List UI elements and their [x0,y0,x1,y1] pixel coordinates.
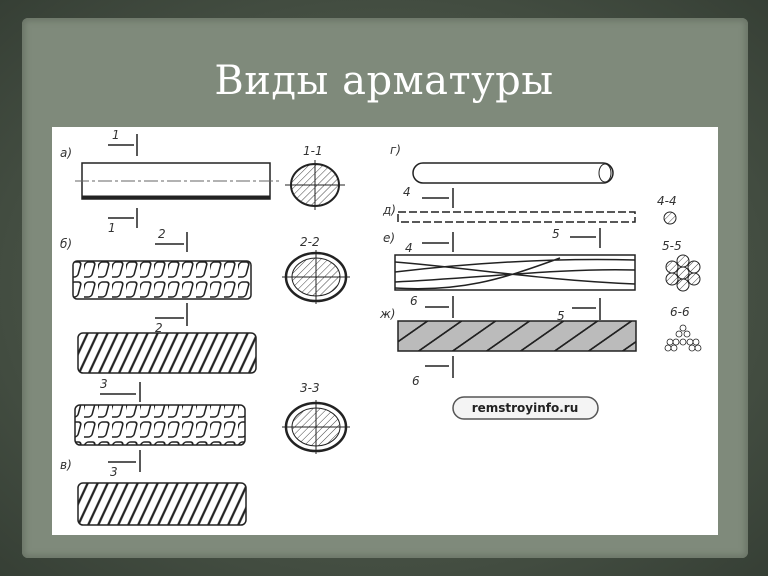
section-mark-4-top: 4 [403,185,411,199]
slide-title: Виды арматуры [214,58,554,104]
label-a: а) [60,146,72,160]
section-mark-2-top: 2 [158,227,166,241]
section-arrow-1-bottom [108,208,138,228]
section-arrow-4-top [422,188,454,208]
section-arrow-4-bottom [422,232,454,252]
smooth-bar-a [75,162,280,200]
section-mark-4-bottom: 4 [405,241,413,255]
section-arrow-5-bottom [572,298,601,320]
section-arrow-5-top [570,228,601,248]
watermark-text: remstroyinfo.ru [472,401,579,415]
section-arrow-6-bottom [425,356,454,378]
section-arrow-3-bottom [108,450,141,472]
view-5-5: 5-5 [662,239,682,253]
rebar-types-diagram: а) 1 1 1-1 б) 2 2 2-2 3 3-3 в) 3 г) [52,127,718,535]
diagram-svg: а) 1 1 1-1 б) 2 2 2-2 3 3-3 в) 3 г) [60,128,702,526]
section-mark-3-bottom: 3 [110,465,118,479]
cross-section-1-1 [285,160,345,210]
profiled-wire-d [397,211,636,223]
section-arrow-6-top [425,296,454,318]
view-1-1: 1-1 [303,144,323,158]
periodic-bar-v2 [77,482,247,526]
view-3-3: 3-3 [300,381,320,395]
periodic-bar-b2 [77,332,257,374]
label-d: д) [382,203,396,217]
periodic-bar-v1 [74,404,246,446]
section-arrow-2-top [155,232,188,252]
section-mark-5-top: 5 [552,227,560,241]
label-v: в) [60,458,72,472]
cross-section-4-4 [663,211,677,225]
smooth-wire-g [412,162,614,184]
label-b: б) [60,237,72,251]
section-arrow-2-bottom [155,303,188,326]
section-mark-6-bottom: 6 [412,374,420,388]
periodic-bar-b1 [72,260,252,300]
section-arrow-3-top [100,382,141,402]
watermark: remstroyinfo.ru [452,396,599,420]
section-mark-6-top: 6 [410,294,418,308]
strand-e [394,254,636,291]
label-g: г) [390,143,401,157]
section-arrow-1-top [108,134,138,156]
cross-section-5-5 [665,254,701,292]
view-6-6: 6-6 [670,305,690,319]
cross-section-3-3 [282,400,350,454]
label-e: е) [383,231,395,245]
label-zh: ж) [379,307,396,321]
section-mark-5-bottom: 5 [557,309,565,323]
cross-section-6-6 [664,324,702,352]
section-mark-1-top: 1 [112,128,120,142]
section-mark-2-bottom: 2 [155,321,163,335]
view-2-2: 2-2 [300,235,320,249]
rope-zh [397,320,637,352]
section-mark-3-top: 3 [100,377,108,391]
cross-section-2-2 [282,250,350,304]
section-mark-1-bottom: 1 [108,221,116,235]
view-4-4: 4-4 [657,194,677,208]
